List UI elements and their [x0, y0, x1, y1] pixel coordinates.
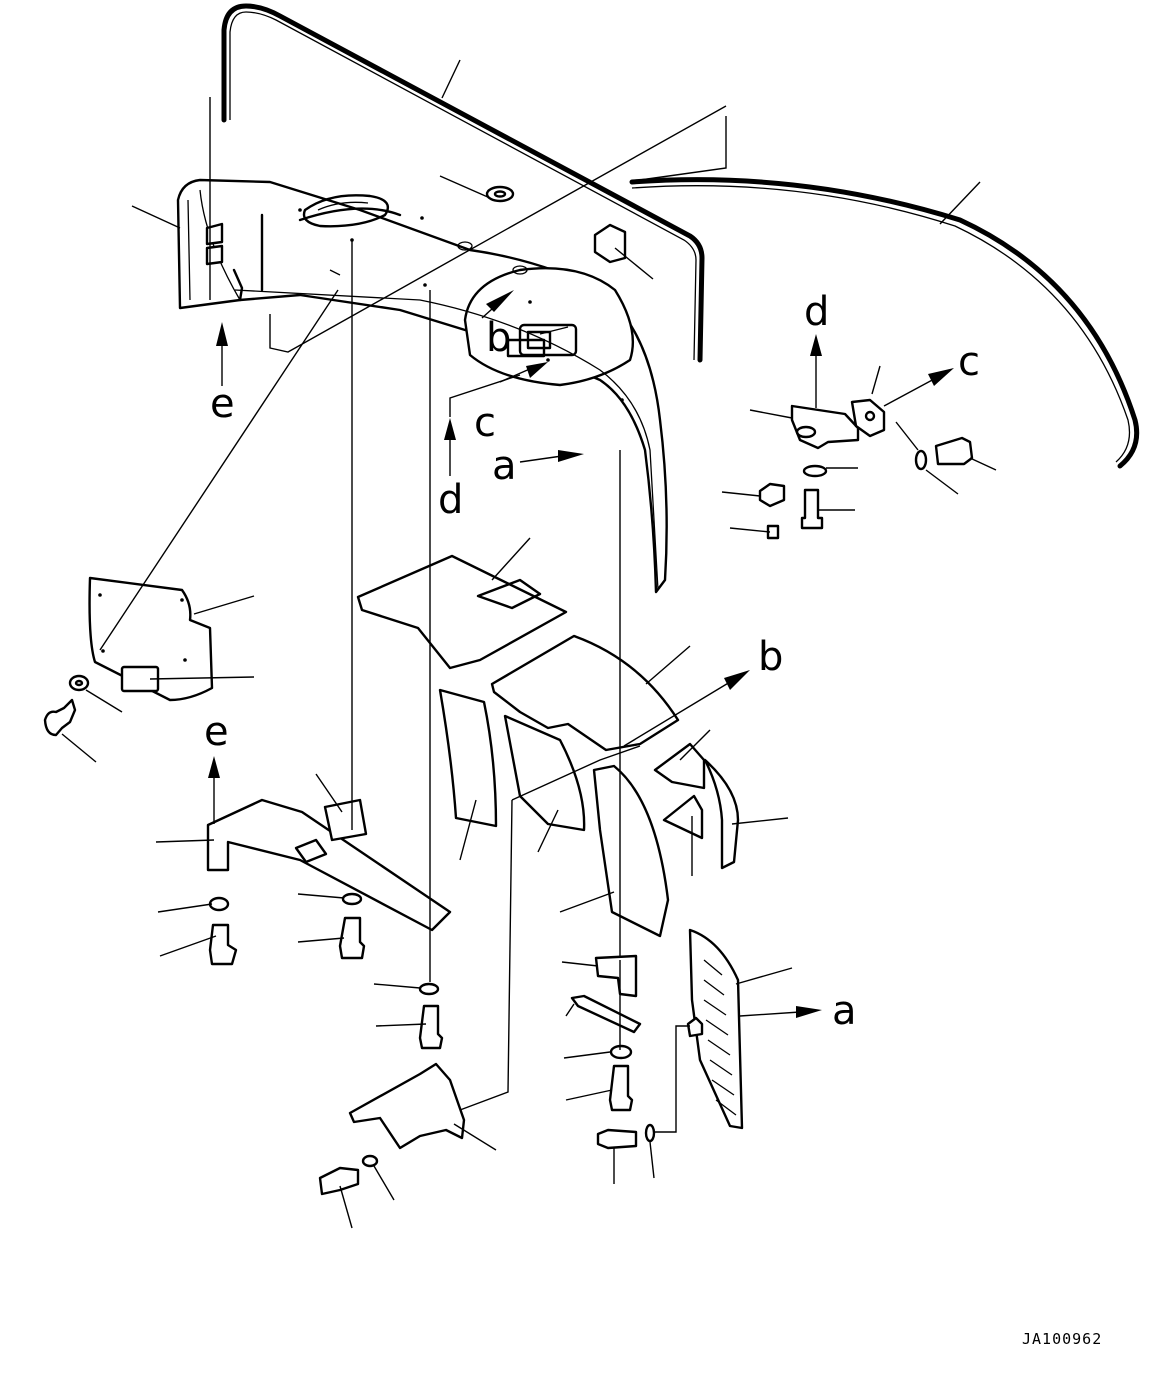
ref-label-c-top: c [474, 400, 496, 446]
insulation-pads [356, 554, 740, 938]
drawing-code: JA100962 [1022, 1330, 1102, 1348]
ref-label-a-bottom: a [832, 988, 857, 1034]
ref-label-e-left: e [204, 709, 229, 755]
ref-label-a-top: a [492, 443, 517, 489]
ref-label-e-top: e [210, 381, 235, 427]
leader-lines [61, 59, 997, 1229]
ref-label-b-mid: b [758, 634, 783, 680]
ref-label-d-top: d [438, 477, 463, 523]
ref-label-b-top: b [486, 315, 511, 361]
grille-assembly-a [570, 928, 744, 1150]
reference-arrows [208, 290, 954, 1018]
hinge-assembly-c-d [758, 398, 974, 540]
arc-sealing-strip [629, 177, 1140, 469]
lower-left-bracket-rail [206, 798, 466, 1196]
ref-label-d-right: d [804, 289, 829, 335]
ref-label-c-right: c [958, 339, 980, 385]
engine-hood-cover [176, 178, 668, 594]
reference-labels: e b c d a d c b e a [204, 289, 980, 1034]
side-cover-plate [43, 576, 214, 737]
sealing-strip-frame [221, 3, 705, 363]
